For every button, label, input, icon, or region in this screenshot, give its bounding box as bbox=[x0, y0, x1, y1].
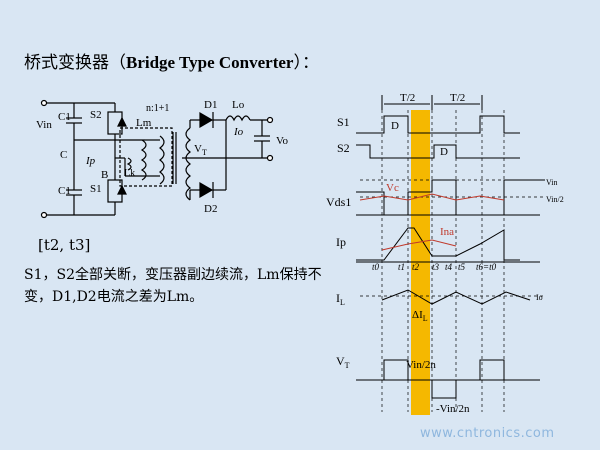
time-t6: t6=t0 bbox=[476, 262, 497, 272]
vin-half-level-label: Vin/2 bbox=[546, 195, 564, 204]
d2-label: D2 bbox=[204, 203, 217, 215]
vt-positive-label: Vin/2n bbox=[406, 359, 436, 371]
io-label: Io bbox=[233, 126, 244, 138]
vo-label: Vo bbox=[276, 135, 289, 147]
time-t2: t2 bbox=[412, 262, 420, 272]
c1-top-label: C1 bbox=[58, 111, 71, 123]
half-period-1: T/2 bbox=[400, 92, 415, 104]
s1-d-label: D bbox=[391, 120, 399, 132]
s2-label: S2 bbox=[90, 109, 102, 121]
row-ip-label: Ip bbox=[336, 235, 346, 249]
row-vt-label: V bbox=[336, 354, 345, 368]
row-s2-label: S2 bbox=[337, 141, 350, 155]
ip-label: Ip bbox=[85, 155, 96, 167]
time-t3: t3 bbox=[432, 262, 440, 272]
time-t4: t4 bbox=[445, 262, 453, 272]
time-t0: t0 bbox=[372, 262, 380, 272]
time-t1: t1 bbox=[398, 262, 405, 272]
row-vt-subscript: T bbox=[345, 361, 350, 370]
lm-label: Lm bbox=[136, 117, 152, 129]
d1-label: D1 bbox=[204, 99, 217, 111]
s1-label: S1 bbox=[90, 183, 102, 195]
ratio-label: n:1+1 bbox=[146, 103, 169, 114]
s2-d-label: D bbox=[440, 146, 448, 158]
ina-label: Ina bbox=[440, 226, 454, 238]
c-mid-label: C bbox=[60, 149, 67, 161]
svg-text:ΔIL: ΔIL bbox=[412, 309, 428, 323]
description-text: S1，S2全部关断，变压器副边续流，Lm保持不变，D1,D2电流之差为Lm。 bbox=[24, 267, 322, 305]
b-label: B bbox=[101, 169, 108, 181]
lo-label: Lo bbox=[232, 99, 245, 111]
half-period-2: T/2 bbox=[450, 92, 465, 104]
svg-text:VT: VT bbox=[194, 143, 207, 157]
row-il-subscript: L bbox=[340, 298, 345, 307]
interval-label: [t2, t3] bbox=[38, 236, 91, 254]
io-level-label: Io bbox=[536, 293, 543, 302]
watermark: www.cntronics.com bbox=[420, 426, 555, 441]
vin-label: Vin bbox=[36, 119, 52, 131]
row-vds1-label: Vds1 bbox=[326, 195, 351, 209]
row-s1-label: S1 bbox=[337, 115, 350, 129]
vt-negative-label: -Vin/2n bbox=[436, 403, 470, 415]
delta-il-label: ΔI bbox=[412, 309, 423, 321]
svg-text:IL: IL bbox=[336, 291, 345, 307]
row-il-label: I bbox=[336, 291, 340, 305]
vt-subscript: T bbox=[202, 148, 207, 157]
time-t5: t5 bbox=[458, 262, 466, 272]
vin-level-label: Vin bbox=[546, 178, 558, 187]
vt-label: V bbox=[194, 143, 202, 155]
delta-il-subscript: L bbox=[423, 314, 428, 323]
lk-label: Lk bbox=[124, 168, 135, 179]
vc-label: Vc bbox=[386, 182, 399, 194]
svg-text:VT: VT bbox=[336, 354, 350, 370]
c1-bottom-label: C1 bbox=[58, 185, 71, 197]
page-title: 桥式变换器（Bridge Type Converter）： bbox=[24, 53, 319, 73]
